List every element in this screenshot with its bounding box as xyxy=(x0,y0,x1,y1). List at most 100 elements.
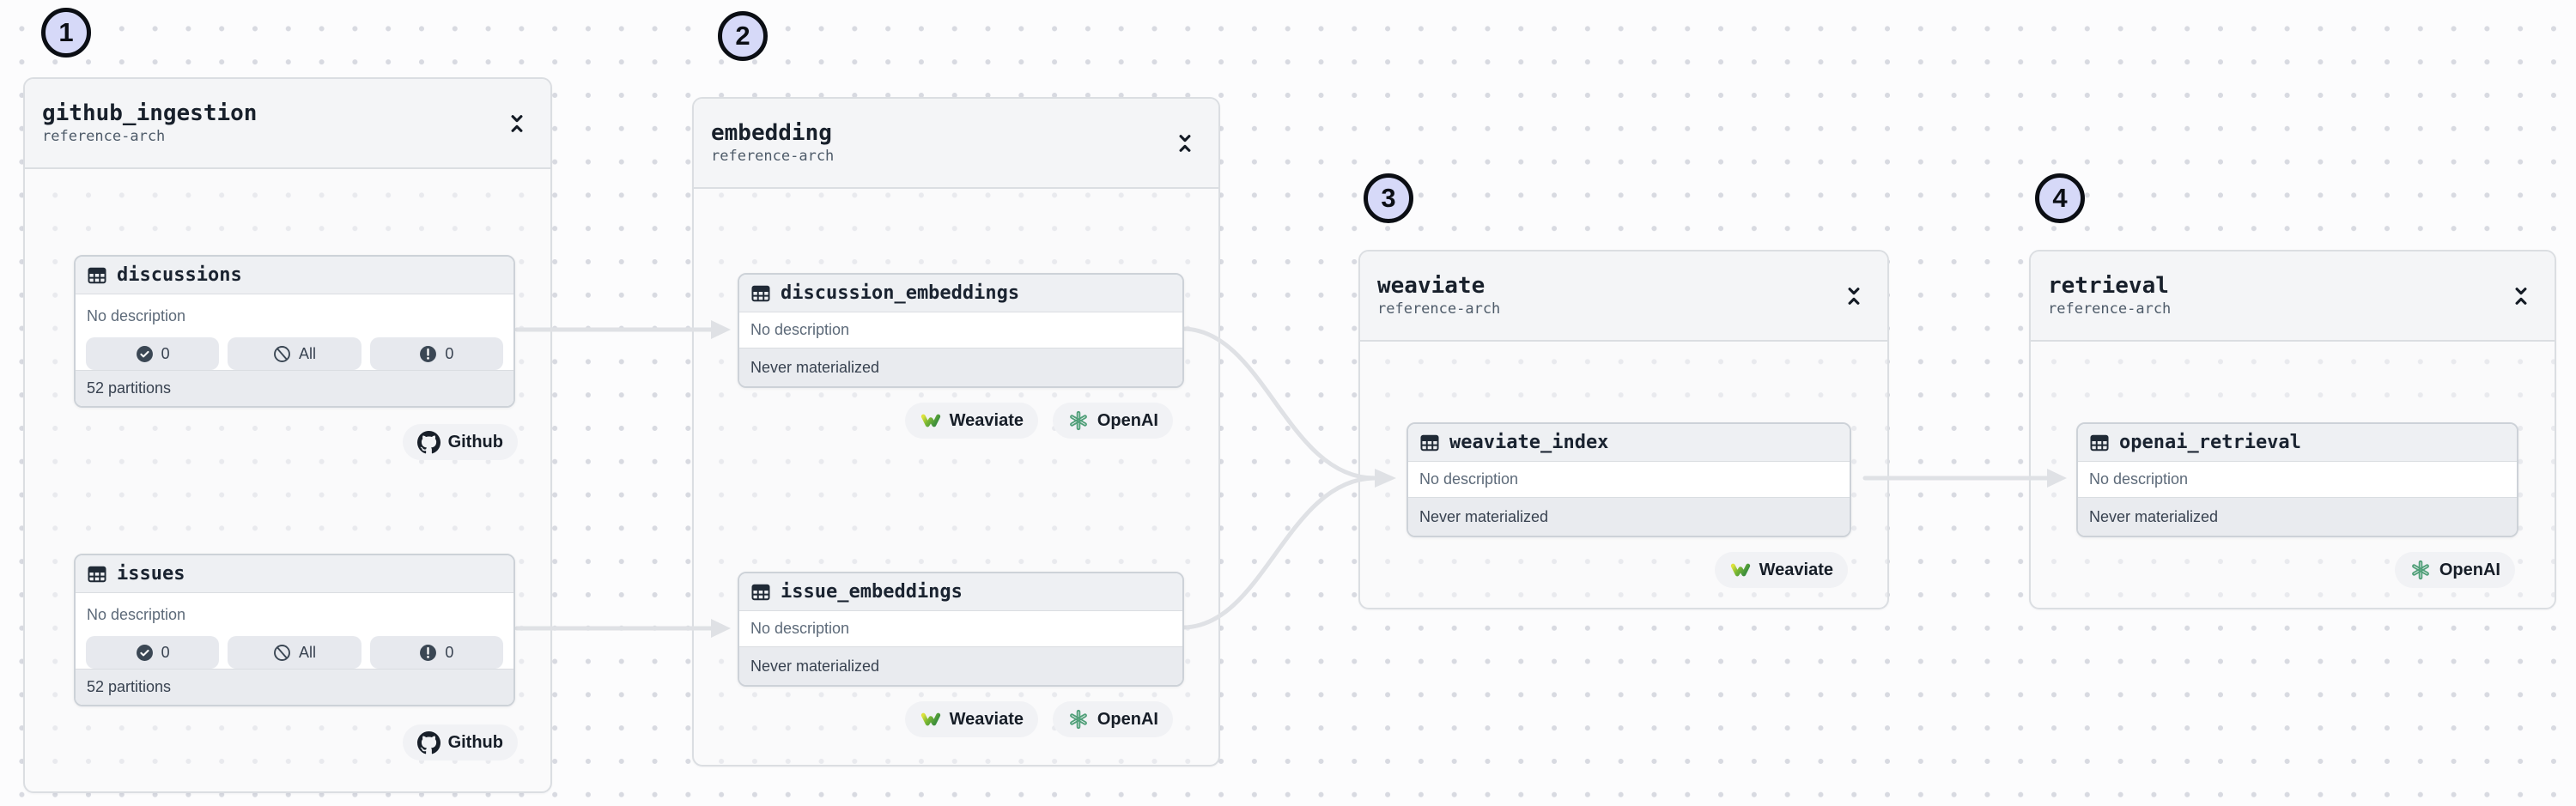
kind-badge-label: Github xyxy=(447,432,503,451)
partitions-count: 52 partitions xyxy=(76,669,513,705)
group-title: github_ingestion xyxy=(42,100,258,127)
table-icon xyxy=(750,282,772,305)
asset-name: openai_retrieval xyxy=(2119,432,2301,453)
asset-card-header: discussion_embeddings xyxy=(739,275,1182,312)
asset-description: No description xyxy=(76,593,513,636)
missing-partitions-pill[interactable]: All xyxy=(228,636,361,669)
asset-description: No description xyxy=(2078,462,2517,497)
check-circle-icon xyxy=(136,644,154,662)
kind-badge-openai[interactable]: OpenAI xyxy=(2394,552,2515,588)
materialized-count: 0 xyxy=(161,643,170,661)
kind-badge-label: OpenAI xyxy=(2439,560,2500,579)
step-circle-2: 2 xyxy=(718,11,768,61)
asset-description: No description xyxy=(76,294,513,337)
kind-badge-weaviate[interactable]: Weaviate xyxy=(904,701,1038,737)
collapse-icon[interactable] xyxy=(504,109,530,138)
materialization-status: Never materialized xyxy=(2078,497,2517,536)
asset-card-header: issues xyxy=(76,555,513,593)
group-title: retrieval xyxy=(2048,273,2169,300)
group-header-weaviate[interactable]: weaviate reference-arch xyxy=(1360,251,1887,342)
failed-count: 0 xyxy=(445,643,454,661)
weaviate-icon xyxy=(1729,559,1752,581)
materialized-count-pill[interactable]: 0 xyxy=(86,636,220,669)
missing-partitions-pill[interactable]: All xyxy=(228,337,361,370)
kind-badge-label: OpenAI xyxy=(1097,410,1158,430)
asset-name: discussions xyxy=(117,264,242,286)
step-circle-3: 3 xyxy=(1364,173,1413,223)
kind-badge-weaviate[interactable]: Weaviate xyxy=(1714,552,1848,588)
asset-group-retrieval: retrieval reference-arch openai_retrieva… xyxy=(2029,250,2556,609)
asset-name: discussion_embeddings xyxy=(781,282,1020,304)
group-title: weaviate xyxy=(1377,273,1485,300)
materialized-count: 0 xyxy=(161,344,170,362)
step-number: 1 xyxy=(58,17,74,47)
materialization-status: Never materialized xyxy=(739,646,1182,685)
group-header-github-ingestion[interactable]: github_ingestion reference-arch xyxy=(25,79,550,169)
partition-health-row: 0 All 0 xyxy=(76,337,513,370)
asset-name: issue_embeddings xyxy=(781,581,963,603)
kind-badge-github[interactable]: Github xyxy=(402,724,518,761)
asset-name: weaviate_index xyxy=(1449,432,1609,453)
asset-card-header: openai_retrieval xyxy=(2078,424,2517,462)
failed-count-pill[interactable]: 0 xyxy=(369,636,503,669)
asset-name: issues xyxy=(117,563,185,585)
kind-badge-label: Weaviate xyxy=(949,709,1024,729)
asset-description: No description xyxy=(739,611,1182,646)
openai-icon xyxy=(2409,559,2432,581)
failed-count-pill[interactable]: 0 xyxy=(369,337,503,370)
asset-group-embedding: embedding reference-arch discussion_embe… xyxy=(692,97,1220,767)
step-number: 2 xyxy=(735,21,750,51)
collapse-icon[interactable] xyxy=(1841,282,1867,311)
kind-badge-label: OpenAI xyxy=(1097,709,1158,729)
asset-card-header: discussions xyxy=(76,257,513,294)
failed-count: 0 xyxy=(445,344,454,362)
kind-badge-openai[interactable]: OpenAI xyxy=(1052,701,1173,737)
table-icon xyxy=(86,563,108,585)
asset-node-issues[interactable]: issues No description 0 All 0 52 partiti… xyxy=(74,554,515,706)
partition-health-row: 0 All 0 xyxy=(76,636,513,669)
missing-circle-icon xyxy=(273,345,291,363)
table-icon xyxy=(2088,432,2111,454)
materialized-count-pill[interactable]: 0 xyxy=(86,337,220,370)
weaviate-icon xyxy=(920,708,942,730)
kind-badge-label: Github xyxy=(447,732,503,752)
asset-node-discussion-embeddings[interactable]: discussion_embeddings No description Nev… xyxy=(738,273,1184,388)
kind-badge-label: Weaviate xyxy=(949,410,1024,430)
missing-count: All xyxy=(298,344,316,362)
asset-card-header: issue_embeddings xyxy=(739,573,1182,611)
table-icon xyxy=(1419,432,1441,454)
table-icon xyxy=(86,264,108,287)
collapse-icon[interactable] xyxy=(1172,129,1198,158)
kind-badge-github[interactable]: Github xyxy=(402,424,518,460)
alert-circle-icon xyxy=(419,345,437,363)
group-title: embedding xyxy=(711,120,832,147)
materialization-status: Never materialized xyxy=(739,348,1182,386)
step-circle-1: 1 xyxy=(41,8,91,58)
collapse-icon[interactable] xyxy=(2508,282,2534,311)
asset-node-openai-retrieval[interactable]: openai_retrieval No description Never ma… xyxy=(2076,422,2518,537)
asset-node-discussions[interactable]: discussions No description 0 All 0 52 pa… xyxy=(74,255,515,408)
github-icon xyxy=(416,430,440,454)
group-header-retrieval[interactable]: retrieval reference-arch xyxy=(2031,251,2555,342)
partitions-count: 52 partitions xyxy=(76,370,513,406)
asset-node-issue-embeddings[interactable]: issue_embeddings No description Never ma… xyxy=(738,572,1184,687)
asset-description: No description xyxy=(1408,462,1850,497)
asset-node-weaviate-index[interactable]: weaviate_index No description Never mate… xyxy=(1406,422,1851,537)
check-circle-icon xyxy=(136,345,154,363)
kind-badge-openai[interactable]: OpenAI xyxy=(1052,403,1173,439)
asset-description: No description xyxy=(739,312,1182,348)
group-header-embedding[interactable]: embedding reference-arch xyxy=(694,99,1218,189)
missing-count: All xyxy=(298,643,316,661)
table-icon xyxy=(750,581,772,603)
asset-group-github-ingestion: github_ingestion reference-arch discussi… xyxy=(23,77,552,793)
missing-circle-icon xyxy=(273,644,291,662)
group-subtitle: reference-arch xyxy=(1377,300,1501,318)
group-subtitle: reference-arch xyxy=(711,147,835,165)
step-number: 4 xyxy=(2052,183,2068,213)
group-subtitle: reference-arch xyxy=(42,127,166,145)
openai-icon xyxy=(1067,409,1090,432)
materialization-status: Never materialized xyxy=(1408,497,1850,536)
step-number: 3 xyxy=(1381,183,1396,213)
step-circle-4: 4 xyxy=(2035,173,2085,223)
kind-badge-weaviate[interactable]: Weaviate xyxy=(904,403,1038,439)
